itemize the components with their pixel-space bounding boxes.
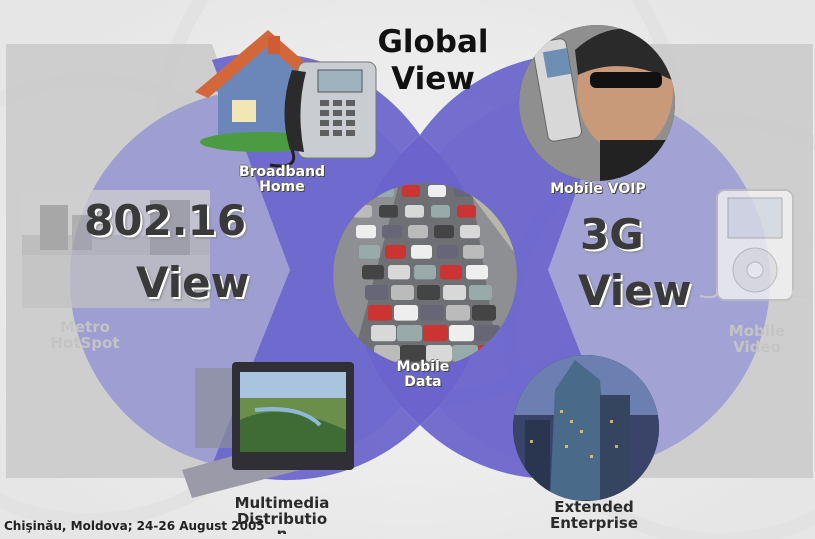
car xyxy=(434,225,454,239)
metro-hotspot-label-line-1: Metro xyxy=(60,318,110,336)
car xyxy=(431,205,450,218)
car xyxy=(388,265,410,280)
mobile-data-label: Mobile Data xyxy=(378,360,468,389)
extended-enterprise-label-line-1: Extended xyxy=(554,498,634,516)
metro-hotspot-label-line-2: HotSpot xyxy=(50,333,120,352)
car xyxy=(359,245,380,259)
tv-image xyxy=(182,362,354,498)
mobile-video-label-line-2: Video xyxy=(733,337,781,356)
car xyxy=(400,345,426,362)
title-line-2: View xyxy=(391,61,475,98)
car xyxy=(437,245,458,259)
car xyxy=(365,285,388,300)
extended-enterprise-photo xyxy=(513,355,659,501)
house-phone-image xyxy=(195,30,377,168)
multimedia-distribution-label-line-1: Multimedia xyxy=(234,494,330,512)
broadband-home-label-line-1: Broadband xyxy=(238,164,326,180)
car xyxy=(472,305,496,321)
car xyxy=(466,265,488,280)
car xyxy=(371,325,396,342)
right-view-line-2: View xyxy=(578,266,692,315)
car xyxy=(449,325,474,342)
car xyxy=(469,285,492,300)
extended-enterprise-label-line-2: Enterprise xyxy=(549,513,639,532)
multimedia-distribution-label-line-2: Distributio xyxy=(236,509,328,528)
car xyxy=(391,285,414,300)
extended-enterprise-label: Extended Enterprise xyxy=(536,498,652,532)
car xyxy=(356,225,376,239)
left-view-line-2: View xyxy=(136,258,250,307)
broadband-home-label-line-2: Home xyxy=(259,178,305,195)
ipod-device xyxy=(699,189,811,301)
right-view-line-1: 3G xyxy=(580,210,644,259)
car xyxy=(417,285,440,300)
car xyxy=(368,305,392,321)
car xyxy=(414,265,436,280)
car xyxy=(426,345,452,362)
car xyxy=(463,245,484,259)
left-view-line-1: 802.16 xyxy=(84,196,247,245)
car xyxy=(394,305,418,321)
metro-hotspot-photo xyxy=(22,190,210,308)
car xyxy=(382,225,402,239)
metro-hotspot-label: Metro HotSpot xyxy=(40,318,130,352)
mobile-video-label-line-1: Mobile xyxy=(728,322,786,340)
mobile-voip-photo xyxy=(519,25,675,181)
multimedia-distribution-label-line-3: n xyxy=(222,528,342,534)
car xyxy=(446,305,470,321)
mobile-data-label-line-1: Mobile xyxy=(396,359,450,375)
car xyxy=(443,285,466,300)
title-line-1: Global xyxy=(377,24,489,60)
car xyxy=(402,185,420,197)
car xyxy=(423,325,448,342)
mobile-data-photo xyxy=(333,183,517,367)
broadband-home-label: Broadband Home xyxy=(232,165,332,194)
car xyxy=(385,245,406,259)
car xyxy=(379,205,398,218)
page-title: Global View xyxy=(368,24,498,98)
car xyxy=(405,205,424,218)
multimedia-distribution-label: Multimedia Distributio n xyxy=(222,494,342,534)
car xyxy=(440,265,462,280)
car xyxy=(408,225,428,239)
car xyxy=(420,305,444,321)
car xyxy=(428,185,446,197)
car xyxy=(411,245,432,259)
mobile-data-label-line-2: Data xyxy=(404,373,442,390)
footer-text: Chişinău, Moldova; 24-26 August 2005 xyxy=(4,519,265,533)
cars xyxy=(350,185,504,362)
car xyxy=(397,325,422,342)
car xyxy=(362,265,384,280)
car xyxy=(460,225,480,239)
mobile-voip-label: Mobile VOIP xyxy=(550,181,646,197)
car xyxy=(457,205,476,218)
mobile-video-label: Mobile Video xyxy=(712,322,802,356)
